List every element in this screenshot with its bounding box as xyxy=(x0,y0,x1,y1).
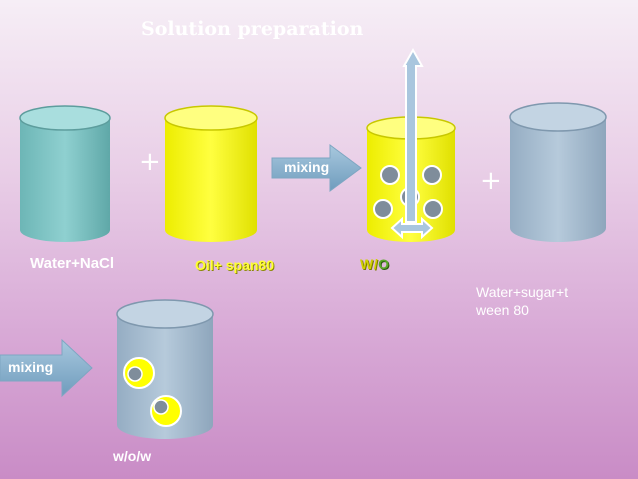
container-water-nacl xyxy=(19,105,111,242)
mixing-arrow-2 xyxy=(0,338,93,398)
label-wo: W/O xyxy=(360,256,390,272)
wo-droplets xyxy=(123,357,182,427)
container-wo-emulsion xyxy=(366,47,456,242)
label-wo-o: O xyxy=(378,256,390,272)
label-water-sugar-tween80: Water+sugar+t ween 80 xyxy=(476,284,569,318)
label-oil-span80: Oil+ span80 xyxy=(195,257,274,273)
stirrer-icon xyxy=(390,47,434,240)
container-water-sugar-tween80 xyxy=(509,102,607,242)
label-wow: w/o/w xyxy=(113,448,152,464)
diagram-title: Solution preparation xyxy=(141,18,364,40)
label-wo-w: W/ xyxy=(360,256,379,272)
plus-sign-2: + xyxy=(480,166,502,196)
plus-sign-1: + xyxy=(139,147,161,177)
mixing-label-2: mixing xyxy=(8,359,54,375)
mixing-arrow-1 xyxy=(271,144,362,192)
container-wow-emulsion xyxy=(116,299,214,439)
container-oil-span80 xyxy=(164,105,258,242)
mixing-label-1: mixing xyxy=(284,159,330,175)
label-water-nacl: Water+NaCl xyxy=(30,255,115,272)
